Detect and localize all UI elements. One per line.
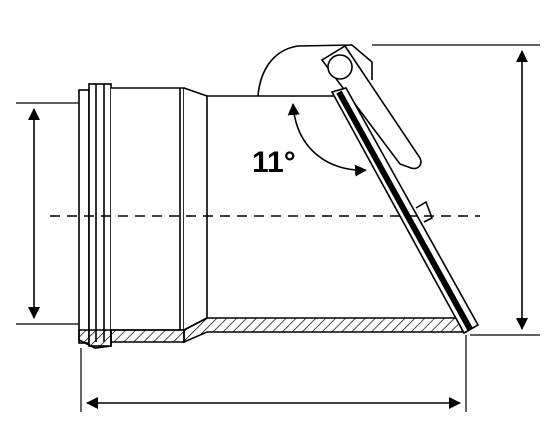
clamp-bracket [257, 44, 434, 223]
angled-gasket [336, 90, 473, 331]
angled-end [330, 87, 480, 335]
angle-arc-arrow [287, 103, 367, 177]
wall-section-socket [110, 329, 185, 343]
pipe-body [78, 83, 336, 347]
clamp-lower-tab [415, 200, 434, 223]
socket-lip [78, 329, 112, 349]
pipe-shoulder [183, 87, 208, 331]
extension-lines [16, 44, 540, 412]
socket-ring-inner [88, 83, 112, 347]
angle-label: 11° [252, 146, 296, 179]
socket-body [111, 87, 185, 331]
dimension-arrows [28, 50, 528, 409]
wall-section-barrel [183, 317, 468, 344]
wall-section [78, 317, 468, 349]
hinge-bolt [327, 54, 353, 80]
